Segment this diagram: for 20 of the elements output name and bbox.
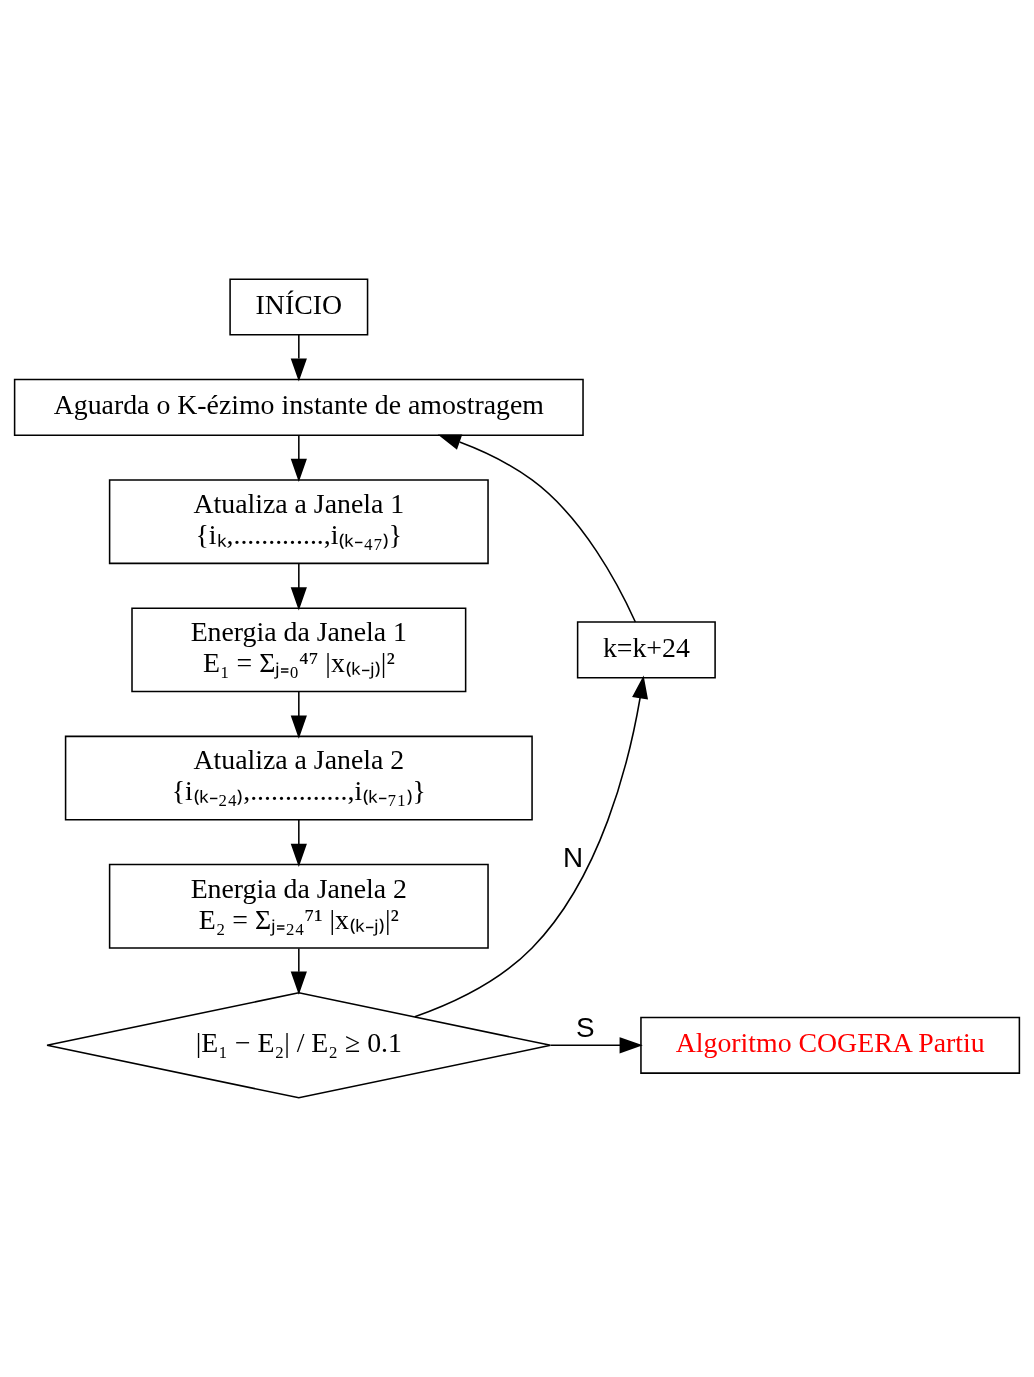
edge-label: N	[563, 842, 584, 874]
arrow	[414, 675, 649, 1018]
node-box: Energia da Janela 2 E₂ = Σⱼ₌₂₄⁷¹ |x₍ₖ₋ⱼ₎|²	[108, 863, 489, 949]
arrow	[437, 434, 637, 623]
arrow	[290, 434, 307, 482]
arrow	[290, 819, 307, 867]
edge-label: S	[576, 1011, 595, 1043]
node-box: INÍCIO	[229, 278, 369, 336]
node-box: Aguarda o K-ézimo instante de amostragem	[13, 378, 584, 436]
node-box: Atualiza a Janela 1 {iₖ,.............,i₍ₖ₋₄₇₎}	[108, 479, 489, 565]
node-diamond: |E₁ − E₂| / E₂ ≥ 0.1	[46, 992, 552, 1099]
arrow	[550, 1037, 643, 1054]
node-box: Atualiza a Janela 2 {i₍ₖ₋₂₄₎,..............,i₍ₖ₋₇₁₎}	[64, 735, 533, 821]
arrow	[290, 690, 307, 739]
node-box: Energia da Janela 1 E₁ = Σⱼ₌₀⁴⁷ |x₍ₖ₋ⱼ₎|²	[131, 607, 467, 693]
node-box: Algoritmo COGERA Partiu	[640, 1016, 1021, 1074]
arrow	[290, 562, 307, 611]
arrow	[290, 947, 307, 995]
node-box: k=k+24	[576, 621, 716, 679]
arrow	[290, 334, 307, 382]
